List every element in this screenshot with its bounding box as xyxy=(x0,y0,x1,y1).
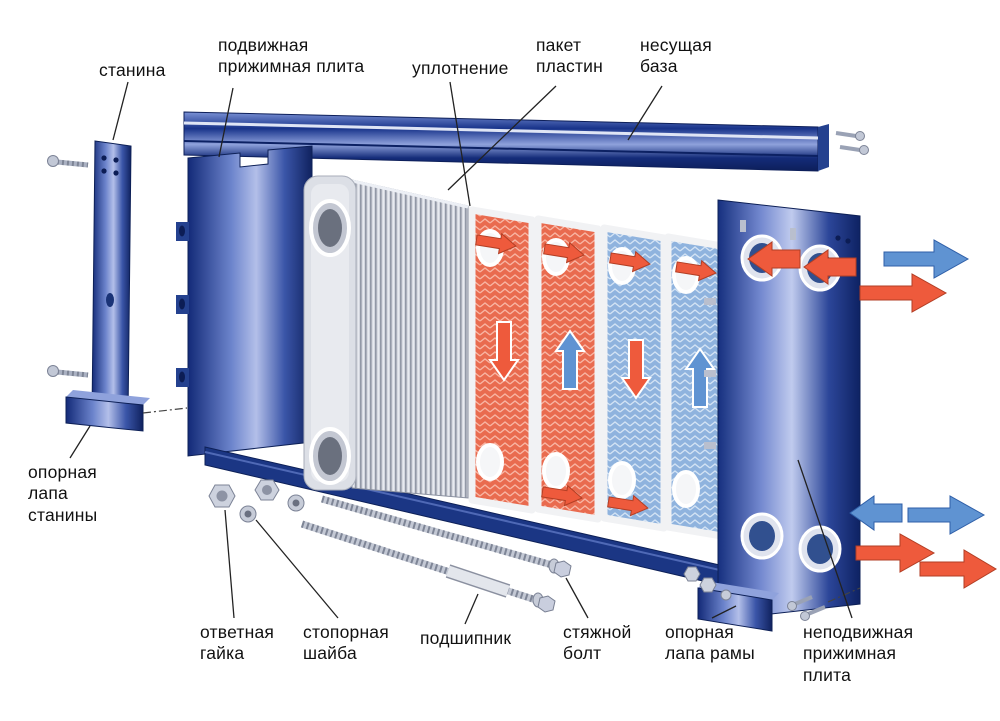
cold-outlet-arrow-top xyxy=(883,239,970,279)
leader-lines xyxy=(69,81,853,625)
stand-column xyxy=(91,140,132,420)
exploded-plate-3 xyxy=(600,224,668,532)
hot-flow-down-arrow xyxy=(488,321,520,382)
hot-inlet-arrow-2 xyxy=(803,249,857,285)
tie-bolt-1 xyxy=(321,495,572,578)
exploded-plate-1 xyxy=(468,206,536,514)
cold-flow-up-arrow xyxy=(684,347,716,408)
fixed-plate-foot-bolts xyxy=(683,566,732,601)
carrier-bar xyxy=(183,111,869,172)
plate-pack xyxy=(303,175,469,499)
hot-arrow-top-right xyxy=(859,273,948,313)
port-flow-arrows xyxy=(475,232,717,517)
hot-flow-down-arrow xyxy=(620,339,652,400)
fixed-plate-foot xyxy=(697,581,779,632)
lock-washers xyxy=(239,494,305,523)
cold-arrow-bottom-right xyxy=(907,495,986,535)
hot-inlet-arrow-1 xyxy=(747,241,801,277)
carrier-bar-screw-1 xyxy=(835,131,865,141)
label-opornaya-lapa-ramy: опорная лапа рамы xyxy=(665,622,755,664)
stand-screw-top xyxy=(47,155,89,168)
hot-outlet-arrow-2 xyxy=(919,549,997,589)
pack-port-top xyxy=(309,199,351,257)
bearing-sleeve xyxy=(446,565,510,597)
fixed-plate-port-bottom-1 xyxy=(740,512,784,560)
label-podvizhnaya-plita: подвижная прижимная плита xyxy=(218,35,365,77)
label-paket-plastin: пакет пластин xyxy=(536,35,604,77)
plate2-port-bottom xyxy=(542,452,570,490)
plate3-port-bottom xyxy=(608,461,636,499)
carrier-bar-screw-2 xyxy=(839,145,869,155)
exploded-plate-2 xyxy=(534,215,602,523)
label-nepodvizhnaya-plita: неподвижная прижимная плита xyxy=(803,622,914,685)
plate4-port-bottom xyxy=(672,470,700,508)
stand xyxy=(47,140,188,432)
movable-pressure-plate xyxy=(176,145,313,457)
label-podshipnik: подшипник xyxy=(420,628,512,648)
cold-flow-up-arrow xyxy=(554,329,586,390)
assembly-axis-line xyxy=(142,407,188,414)
stand-screw-bottom xyxy=(47,365,89,378)
movable-plate-lugs xyxy=(176,222,189,387)
cold-inlet-arrow xyxy=(849,495,903,531)
label-stanina: станина xyxy=(99,60,166,80)
label-nesushchaya-baza: несущая база xyxy=(640,35,712,77)
tie-bolt-1-head xyxy=(553,560,572,578)
label-styazhnoy-bolt: стяжной болт xyxy=(563,622,632,664)
counter-nuts xyxy=(208,479,280,508)
hot-outlet-arrow-1 xyxy=(855,533,936,573)
label-otvetnaya-gayka: ответная гайка xyxy=(200,622,275,664)
stand-foot xyxy=(65,390,150,432)
label-opornaya-lapa-staniny: опорная лапа станины xyxy=(28,462,98,525)
plate1-port-bottom xyxy=(476,443,504,481)
pack-port-bottom xyxy=(309,427,351,485)
tie-bolt-2 xyxy=(300,520,556,613)
exploded-plate-4 xyxy=(664,233,732,541)
label-stopornaya-shayba: стопорная шайба xyxy=(303,622,389,664)
carrier-bar-highlight xyxy=(183,121,819,140)
label-uplotnenie: уплотнение xyxy=(412,58,509,78)
fixed-plate-studs xyxy=(704,220,851,449)
tie-bolt-2-head xyxy=(537,595,556,613)
flow-arrows-right xyxy=(747,239,997,589)
